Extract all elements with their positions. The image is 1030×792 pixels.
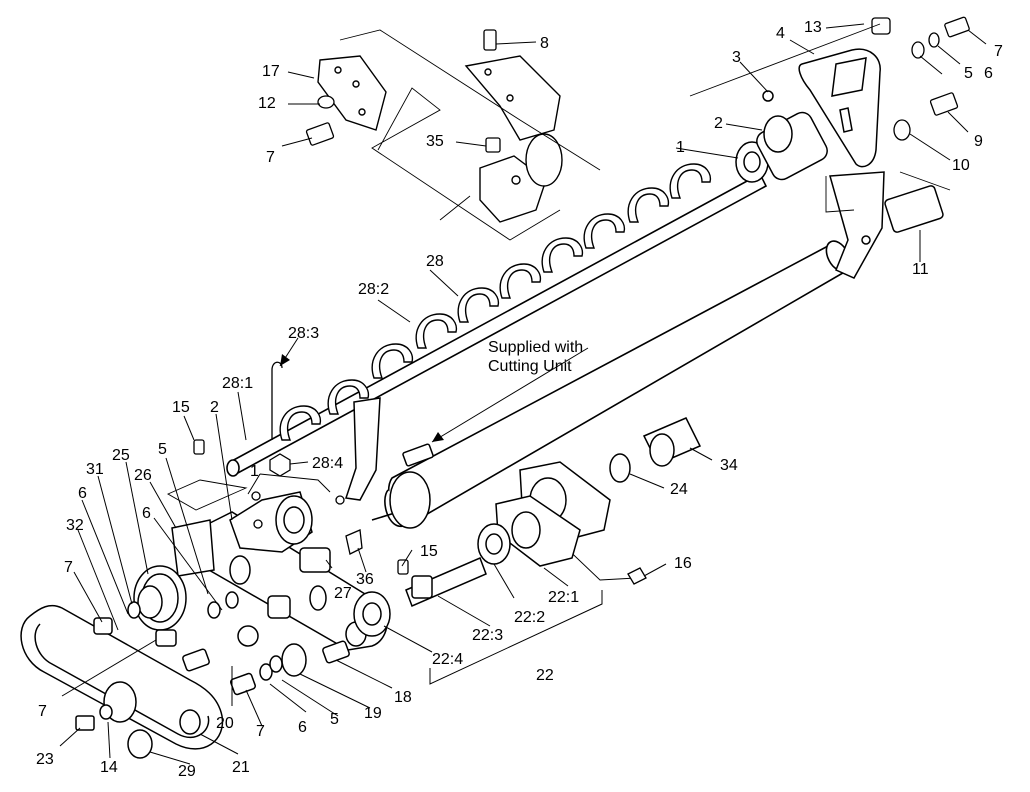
callout-9: 9	[974, 133, 983, 150]
callout-6c: 6	[142, 505, 151, 522]
callout-14: 14	[100, 759, 118, 776]
callout-5b: 5	[158, 441, 167, 458]
arrow-supplied	[432, 432, 444, 442]
callout-8: 8	[540, 35, 549, 52]
callout-23: 23	[36, 751, 54, 768]
callout-17: 17	[262, 63, 280, 80]
upper-hardware	[305, 16, 970, 153]
callout-7c: 7	[64, 559, 73, 576]
callout-5a: 5	[964, 65, 973, 82]
callout-7e: 7	[256, 723, 265, 740]
callout-12: 12	[258, 95, 276, 112]
supplied-note-line2: Cutting Unit	[488, 358, 572, 375]
callout-10: 10	[952, 157, 970, 174]
auger-shaft	[226, 163, 768, 477]
callout-22-4: 22:4	[432, 651, 464, 668]
callout-27: 27	[334, 585, 352, 602]
callout-28-2: 28:2	[358, 281, 390, 298]
callout-28: 28	[426, 253, 444, 270]
right-bearing	[735, 90, 828, 183]
callout-1b: 1	[250, 463, 259, 480]
callout-19: 19	[364, 705, 382, 722]
callout-29: 29	[178, 763, 196, 780]
assembly-lines	[166, 23, 951, 581]
roller-shaft-assembly	[353, 417, 702, 637]
callout-21: 21	[232, 759, 250, 776]
callout-13: 13	[804, 19, 822, 36]
left-bearing	[229, 397, 381, 619]
callout-3: 3	[732, 49, 741, 66]
callout-28-1: 28:1	[222, 375, 254, 392]
callout-7a: 7	[994, 43, 1003, 60]
right-end-bracket	[798, 48, 944, 279]
callout-7b: 7	[266, 149, 275, 166]
callout-11: 11	[912, 261, 929, 278]
callout-4: 4	[776, 25, 785, 42]
callout-15a: 15	[172, 399, 190, 416]
drive-pulley-cover	[20, 565, 350, 759]
callout-5c: 5	[330, 711, 339, 728]
rear-roller	[371, 240, 852, 527]
callout-6b: 6	[78, 485, 87, 502]
callout-1a: 1	[676, 139, 685, 156]
callout-18: 18	[394, 689, 412, 706]
callout-22-1: 22:1	[548, 589, 580, 606]
callout-2b: 2	[210, 399, 219, 416]
callout-16: 16	[674, 555, 692, 572]
leader-lines	[59, 23, 987, 765]
supplied-note-line1: Supplied with	[488, 339, 584, 356]
upper-brackets	[317, 55, 563, 223]
callout-2a: 2	[714, 115, 723, 132]
callout-6d: 6	[298, 719, 307, 736]
supplied-note: Supplied with Cutting Unit	[488, 338, 583, 376]
callout-36: 36	[356, 571, 374, 588]
callout-31: 31	[86, 461, 104, 478]
callout-7d: 7	[38, 703, 47, 720]
callout-22-3: 22:3	[472, 627, 504, 644]
callout-34: 34	[720, 457, 738, 474]
callout-35: 35	[426, 133, 444, 150]
callout-22-2: 22:2	[514, 609, 546, 626]
callout-24: 24	[670, 481, 688, 498]
callout-32: 32	[66, 517, 84, 534]
callout-28-4: 28:4	[312, 455, 344, 472]
callout-26: 26	[134, 467, 152, 484]
callout-15b: 15	[420, 543, 438, 560]
callout-25: 25	[112, 447, 130, 464]
callout-28-3: 28:3	[288, 325, 320, 342]
callout-20: 20	[216, 715, 234, 732]
callout-6a: 6	[984, 65, 993, 82]
callout-22: 22	[536, 667, 554, 684]
arrow-28-3	[280, 354, 290, 366]
